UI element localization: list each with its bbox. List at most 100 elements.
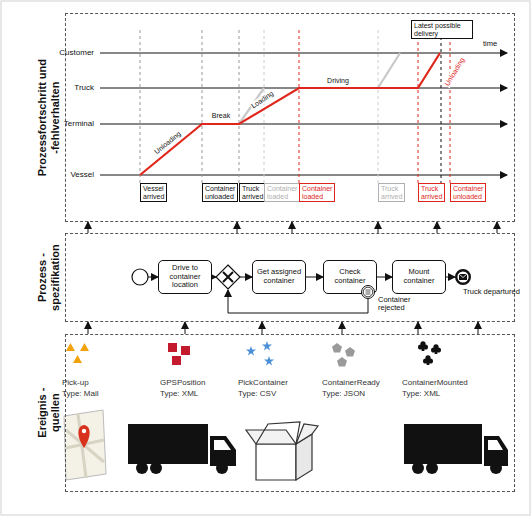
event-label: Vessel arrived [143,185,164,200]
box-icon [246,422,318,480]
lane-label: time [483,40,497,48]
panel-heading: Prozessfortschritt und -fehlverhalten [36,58,61,178]
phase-label: Driving [327,77,349,85]
task-box: Mount container [392,260,446,294]
flow-arrow [88,222,89,233]
flow-arrow [378,222,379,233]
truck-icon [404,424,508,474]
gps-symbol [172,356,181,365]
event-label: Latest possible delivery [414,22,461,37]
mail-symbol [80,343,89,351]
xor-gateway [216,265,240,289]
pick-symbol [262,341,272,351]
mounted-symbol [418,341,428,351]
gps-symbol [181,346,190,355]
envelope [459,274,467,280]
event-box: Truck arrived [418,183,445,202]
event-line [299,30,300,183]
flow-arrow [497,222,498,233]
ready-symbol [332,343,342,353]
box-flap [256,422,300,444]
truck-wheel [150,462,162,474]
event-line [239,30,240,183]
flow-arrow [262,322,263,334]
lane-label: Terminal [64,120,94,129]
event-box: Truck arrived [239,183,266,202]
truck-wheel [136,462,148,474]
event-line [264,30,265,183]
event-line [140,30,141,183]
boundary-inner [363,287,373,297]
task-label: Get assigned container [255,268,303,285]
source-label: ContainerReady [322,379,380,388]
source-label: Type: XML [402,390,440,399]
xor-mark [223,272,233,282]
mounted-symbol [423,355,433,365]
truck-wheel [490,462,502,474]
event-box: Container loaded [299,183,335,202]
panel-heading: Prozess -spezifikation [36,238,61,318]
map-icon [64,410,106,480]
lane-line [100,124,507,125]
event-line [378,30,379,183]
source-label: ContainerMounted [402,379,468,388]
sequence-flow [306,277,323,278]
sequence-flow [377,277,392,278]
end-event: Truck departured [455,269,471,285]
sequence-flow [148,277,158,278]
map-sheet [64,410,106,480]
map-pin-dot [82,429,86,433]
condition-mark [366,290,371,294]
lane-line [100,175,507,176]
actual-path [140,53,440,175]
phase-label: Loading [249,89,276,110]
source-label: Type: XML [160,390,198,399]
dashed-panel: Prozess -spezifikationDrive to container… [65,233,515,322]
event-line [202,30,203,183]
flow-arrow [478,322,479,334]
truck-wheel [426,462,438,474]
event-line [450,30,451,183]
truck-window [488,440,503,450]
event-box: Container unloaded [450,183,486,202]
map-pin [78,425,89,448]
truck-trailer [404,424,482,464]
phase-label: Unloading [153,129,184,156]
event-circle [455,269,471,285]
deadline-line [441,37,442,183]
dashed-panel: Ereignis -quellen [65,334,515,492]
event-circle [361,285,375,299]
mail-symbol [73,355,82,363]
flow-arrow [185,322,186,334]
event-box: Latest possible delivery [411,20,473,39]
end-label: Truck departured [463,288,520,296]
sequence-flow [240,277,252,278]
event-box: Truck arrived [378,183,405,202]
box-flap [246,430,296,444]
task-box: Get assigned container [252,260,306,294]
boundary-circle [362,286,375,299]
event-box: Container loaded [264,183,300,202]
source-label: Type: Mail [62,390,98,399]
event-label: Container loaded [267,185,297,200]
lane-label: Truck [74,84,94,93]
truck-wheel [412,462,424,474]
event-box: Container unloaded [202,183,238,202]
source-label: Pick-up [62,379,89,388]
lane-label: Vessel [70,171,94,180]
timeline-chart [100,30,507,183]
flow-arrow [437,222,438,233]
event-label: Truck arrived [381,185,402,200]
dashed-panel: Prozessfortschritt und -fehlverhaltenLat… [65,13,515,222]
event-label: Container unloaded [205,185,235,200]
lane-line [100,53,507,54]
source-label: GPSPosition [160,379,205,388]
end-circle [456,270,470,284]
boundary-label: Container rejected [378,296,411,313]
event-label: Container loaded [302,185,332,200]
sequence-flow [446,277,455,278]
envelope-flap [459,274,467,278]
event-label: Truck arrived [242,185,263,200]
